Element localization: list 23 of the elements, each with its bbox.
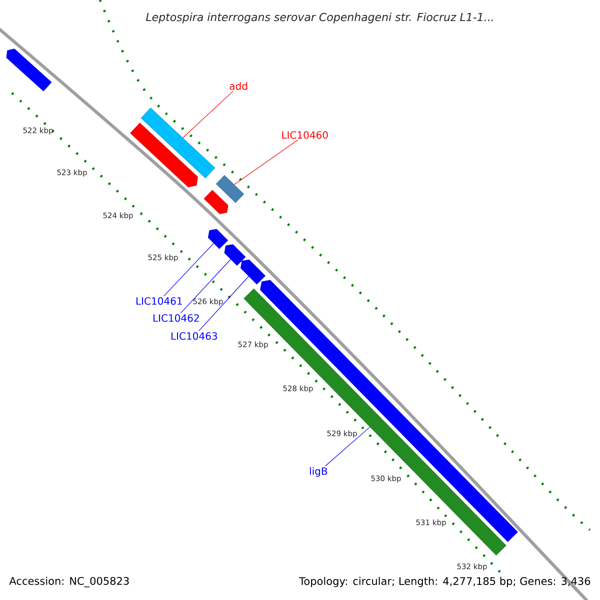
gene-label: add	[230, 82, 248, 90]
leader-line	[325, 426, 370, 466]
gene-bar	[224, 244, 246, 266]
leader-line	[164, 243, 214, 296]
leader-line	[198, 276, 249, 332]
summary-text: Topology: circular; Length: 4,277,185 bp; Genes: 3,436	[299, 576, 590, 588]
gene-bar	[204, 190, 228, 214]
gene-bar	[130, 122, 198, 188]
gene-bar	[240, 260, 266, 284]
gene-bar	[208, 228, 228, 250]
gene-label: LIC10462	[153, 314, 199, 322]
accession-text: Accession: NC_005823	[9, 576, 129, 588]
gene-bar	[216, 175, 244, 203]
gene-bar	[6, 48, 52, 92]
gene-label: ligB	[310, 467, 328, 477]
leader-line	[234, 140, 298, 185]
title: Leptospira interrogans serovar Copenhageni str. Fiocruz L1-1...	[146, 12, 493, 24]
gene-bar	[140, 108, 216, 178]
gene-label: LIC10461	[136, 297, 182, 305]
leader-line	[182, 90, 234, 138]
gene-label: LIC10463	[171, 332, 217, 340]
leader-line	[180, 259, 231, 314]
gene-label: LIC10460	[282, 131, 328, 139]
